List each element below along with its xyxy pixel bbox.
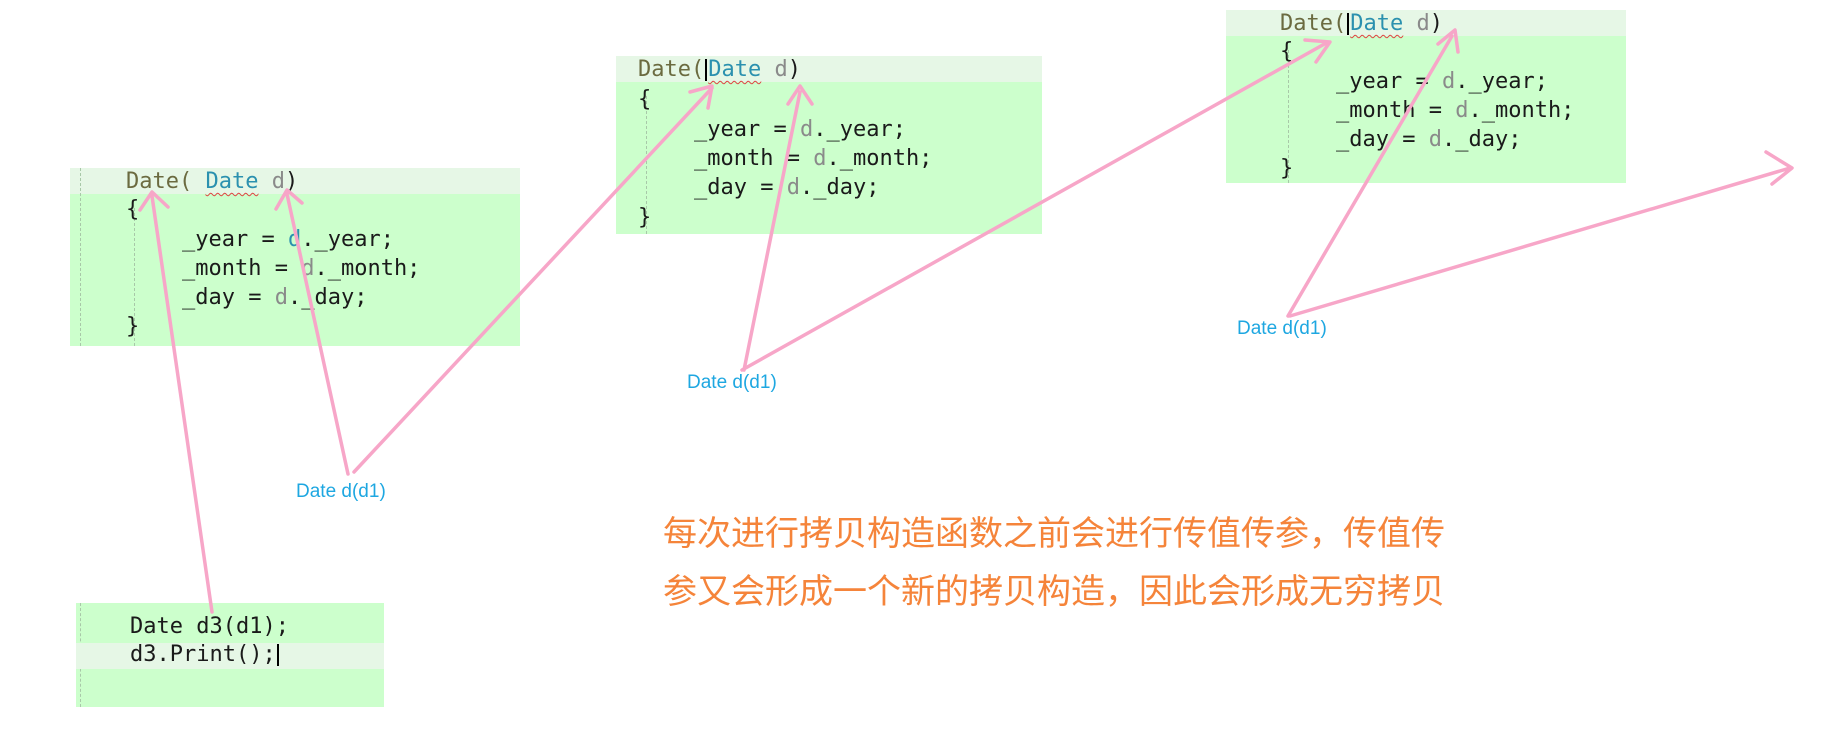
call-label-1: Date d(d1) [296,481,386,502]
assign-year: _year = d._year; [694,117,906,142]
code-panel-copy-ctor-2: Date(Date d) { _year = d._year; _month =… [616,56,1042,234]
assign-month: _month = d._month; [694,146,933,171]
open-brace: { [1280,39,1294,64]
text-caret [276,644,279,666]
close-brace: } [1280,156,1294,181]
ctor-signature: Date(Date d) [638,57,801,82]
caller-line-construct: Date d3(d1); [130,614,289,639]
assign-day: _day = d._day; [182,285,368,310]
code-panel-caller: Date d3(d1); d3.Print(); [76,603,384,707]
assign-day: _day = d._day; [1336,127,1522,152]
line-highlight [76,643,384,669]
ctor-signature: Date(Date d) [1280,11,1443,36]
text-caret [705,59,708,81]
text-caret [1347,13,1350,35]
call-label-2: Date d(d1) [687,372,777,393]
call-label-3: Date d(d1) [1237,318,1327,339]
ctor-signature: Date( Date d) [126,169,299,194]
close-brace: } [638,205,652,230]
explanation-note: 每次进行拷贝构造函数之前会进行传值传参，传值传 参又会形成一个新的拷贝构造，因此… [663,505,1445,621]
code-panel-copy-ctor-1: Date( Date d) { _year = d._year; _month … [70,168,520,346]
assign-year: _year = d._year; [1336,69,1548,94]
indent-guide [134,208,135,346]
open-brace: { [638,87,652,112]
assign-year: _year = d._year; [182,227,394,252]
explanation-line-2: 参又会形成一个新的拷贝构造，因此会形成无穷拷贝 [663,572,1445,612]
indent-guide [80,168,81,346]
open-brace: { [126,197,140,222]
assign-month: _month = d._month; [182,256,421,281]
explanation-line-1: 每次进行拷贝构造函数之前会进行传值传参，传值传 [663,514,1445,554]
caller-line-print: d3.Print(); [130,641,280,669]
assign-day: _day = d._day; [694,175,880,200]
close-brace: } [126,314,140,339]
assign-month: _month = d._month; [1336,98,1575,123]
code-panel-copy-ctor-3: Date(Date d) { _year = d._year; _month =… [1226,10,1626,183]
